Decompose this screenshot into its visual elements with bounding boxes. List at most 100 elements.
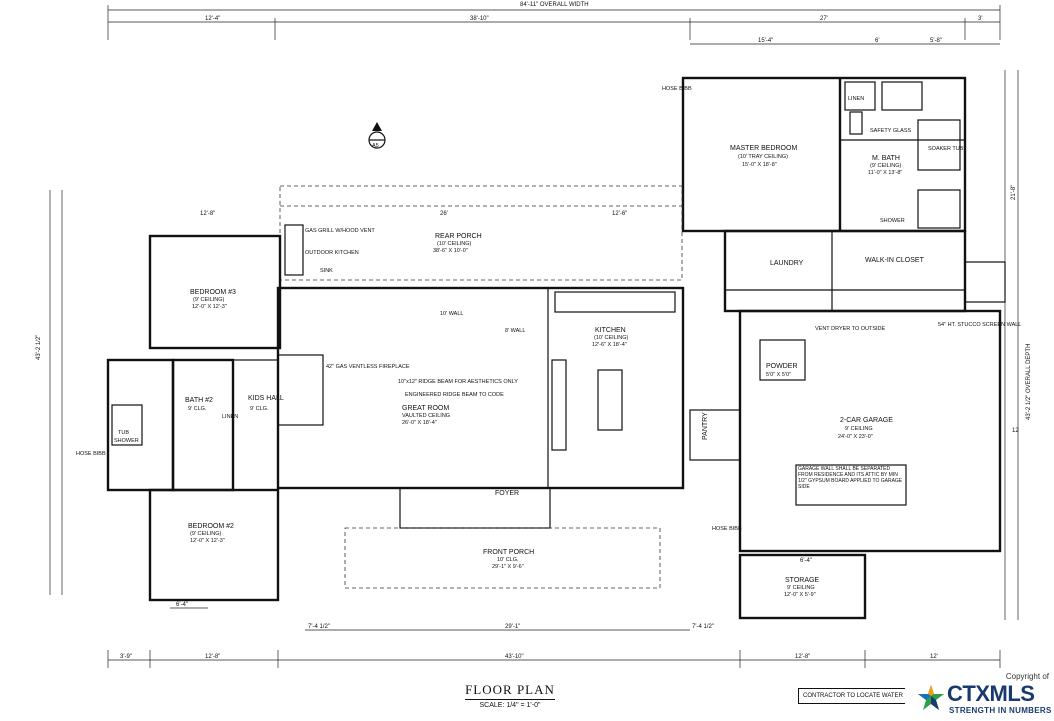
garage-hose-label: HOSE BIBB bbox=[712, 526, 742, 532]
dim-second-c: 5'-8" bbox=[930, 38, 942, 44]
storage-name: STORAGE bbox=[785, 577, 819, 584]
plan-title-block: FLOOR PLAN SCALE: 1/4" = 1'-0" bbox=[455, 681, 565, 709]
dim-top-right1: 27' bbox=[820, 16, 828, 22]
top-dimensions: 84'-11" OVERALL WIDTH 12'-4" 38'-10" 27'… bbox=[107, 2, 1001, 45]
plan-scale: SCALE: 1/4" = 1'-0" bbox=[479, 702, 541, 709]
engineered-beam-note: ENGINEERED RIDGE BEAM TO CODE bbox=[405, 392, 504, 398]
master-linen-label: LINEN bbox=[848, 96, 864, 102]
dim-side-right2: 12 bbox=[1012, 428, 1019, 434]
dim-porch-mid: 26' bbox=[440, 211, 448, 217]
dim-front-left: 7'-4 1/2" bbox=[308, 624, 330, 630]
powder-size: 5'0" X 5'0" bbox=[766, 372, 791, 378]
soaker-tub-label: SOAKER TUB bbox=[928, 146, 964, 152]
great-room-size: 26'-0" X 18'-4" bbox=[402, 420, 437, 426]
section-marker: A5 bbox=[368, 122, 386, 149]
bedroom3-name: BEDROOM #3 bbox=[190, 289, 236, 296]
logo-tagline: STRENGTH IN NUMBERS bbox=[949, 706, 1052, 715]
dim-top-right2: 3' bbox=[978, 16, 982, 22]
outdoor-kitchen-note: GAS GRILL W/HOOD VENT bbox=[305, 228, 375, 234]
laundry-band: LAUNDRY WALK-IN CLOSET bbox=[723, 229, 1006, 313]
dim-porch-right: 12'-6" bbox=[612, 211, 627, 217]
overall-depth-label: 43'-2 1/2" OVERALL DEPTH bbox=[1026, 344, 1032, 420]
dim-side-left: 43'-2 1/2" bbox=[36, 335, 42, 360]
rear-porch-size: 38'-6" X 10'-0" bbox=[433, 248, 468, 254]
front-porch-ceiling: 10' CLG. bbox=[497, 557, 519, 563]
safety-glass-label: SAFETY GLASS bbox=[870, 128, 911, 134]
pantry-name: PANTRY bbox=[702, 412, 709, 440]
garage-name: 2-CAR GARAGE bbox=[840, 417, 893, 424]
rear-porch-name: REAR PORCH bbox=[435, 233, 482, 240]
kitchen-size: 12'-6" X 18'-4" bbox=[592, 342, 627, 348]
logo-copyright: Copyright of bbox=[1005, 672, 1049, 681]
dim-bottom-mid: 43'-10" bbox=[505, 654, 524, 660]
garage-wing: POWDER 5'0" X 5'0" VENT DRYER TO OUTSIDE… bbox=[689, 309, 1021, 620]
dim-bottom-a: 12'-8" bbox=[205, 654, 220, 660]
logo-name: CTXMLS bbox=[947, 681, 1035, 706]
rear-porch: 12'-8" 26' 12'-6" REAR PORCH (10' CEILIN… bbox=[200, 185, 683, 281]
kids-hall-ceiling: 9' CLG. bbox=[250, 406, 269, 412]
bedroom3-size: 12'-0" X 12'-3" bbox=[192, 304, 227, 310]
walk-in-closet-name: WALK-IN CLOSET bbox=[865, 257, 925, 264]
foyer-name: FOYER bbox=[495, 490, 519, 497]
kids-linen-label: LINEN bbox=[222, 414, 238, 420]
bath2-shower: SHOWER bbox=[114, 438, 139, 444]
dim-second-a: 15'-4" bbox=[758, 38, 773, 44]
master-wing: MASTER BEDROOM (10' TRAY CEILING) 15'-0"… bbox=[662, 76, 967, 233]
dim-front-right: 7'-4 1/2" bbox=[692, 624, 714, 630]
bedroom2-name: BEDROOM #2 bbox=[188, 523, 234, 530]
overall-width-label: 84'-11" OVERALL WIDTH bbox=[520, 2, 589, 8]
m-bath-ceiling: (9' CEILING) bbox=[870, 163, 901, 169]
dim-top-mid: 38'-10" bbox=[470, 16, 489, 22]
bath2-ceiling: 9' CLG. bbox=[188, 406, 207, 412]
great-room-core: 42" GAS VENTLESS FIREPLACE 10"x12" RIDGE… bbox=[276, 286, 685, 529]
plan-title: FLOOR PLAN bbox=[465, 682, 555, 700]
dim-second-b: 6' bbox=[875, 38, 879, 44]
master-bedroom-size: 15'-0" X 18'-8" bbox=[742, 162, 777, 168]
m-bath-size: 11'-0" X 13'-8" bbox=[868, 170, 902, 176]
section-marker-label: A5 bbox=[372, 143, 379, 149]
dim-side-right: 21'-8" bbox=[1011, 185, 1017, 200]
side-dimensions: 43'-2 1/2" 43'-2 1/2" OVERALL DEPTH 21'-… bbox=[36, 70, 1032, 620]
stucco-wall-note: 54" HT. STUCCO SCREEN WALL bbox=[938, 322, 1021, 328]
dim-front-mid: 29'-1" bbox=[505, 624, 520, 630]
laundry-name: LAUNDRY bbox=[770, 260, 804, 267]
outdoor-kitchen-sink: SINK bbox=[320, 268, 333, 274]
bedroom-wing: BEDROOM #3 (9' CEILING) 12'-0" X 12'-3" … bbox=[76, 234, 284, 609]
m-bath-name: M. BATH bbox=[872, 155, 900, 162]
ridge-beam-note: 10"x12" RIDGE BEAM FOR AESTHETICS ONLY bbox=[398, 379, 518, 385]
storage-ceiling: 9' CEILING bbox=[787, 585, 815, 591]
wall-10-label: 10' WALL bbox=[440, 311, 463, 317]
great-room-ceiling: VAULTED CEILING bbox=[402, 413, 450, 419]
dim-bedroom: 6'-4" bbox=[176, 602, 188, 608]
dim-bottom-b: 12'-8" bbox=[795, 654, 810, 660]
dim-storage: 6'-4" bbox=[800, 558, 812, 564]
dim-porch-left: 12'-8" bbox=[200, 211, 215, 217]
dim-bottom-left: 3'-9" bbox=[120, 654, 132, 660]
master-bedroom-ceiling: (10' TRAY CEILING) bbox=[738, 154, 788, 160]
kitchen-name: KITCHEN bbox=[595, 327, 626, 334]
dim-top-left: 12'-4" bbox=[205, 16, 220, 22]
garage-ceiling: 9' CEILING bbox=[845, 426, 873, 432]
master-bedroom-name: MASTER BEDROOM bbox=[730, 145, 797, 152]
front-porch-size: 29'-1" X 9'-6" bbox=[492, 564, 524, 570]
master-shower-label: SHOWER bbox=[880, 218, 905, 224]
vent-note: VENT DRYER TO OUTSIDE bbox=[815, 326, 886, 332]
bath2-tub: TUB bbox=[118, 430, 129, 436]
rear-porch-ceiling: (10' CEILING) bbox=[437, 241, 472, 247]
texas-star-icon bbox=[918, 685, 944, 710]
wall-8-label: 8' WALL bbox=[505, 328, 525, 334]
garage-size: 24'-0" X 23'-0" bbox=[838, 434, 873, 440]
outdoor-kitchen-name: OUTDOOR KITCHEN bbox=[305, 250, 359, 256]
storage-size: 12'-0" X 5'-9" bbox=[784, 592, 816, 598]
bedroom3-ceiling: (9' CEILING) bbox=[193, 297, 224, 303]
dim-bottom-c: 12' bbox=[930, 654, 938, 660]
left-hose-label: HOSE BIBB bbox=[76, 451, 106, 457]
bottom-dimensions: 3'-9" 12'-8" 43'-10" 12'-8" 12' bbox=[107, 650, 1001, 668]
powder-name: POWDER bbox=[766, 363, 798, 370]
bedroom2-size: 12'-0" X 12'-3" bbox=[190, 538, 225, 544]
fireplace-note: 42" GAS VENTLESS FIREPLACE bbox=[326, 364, 410, 370]
front-porch: FRONT PORCH 10' CLG. 29'-1" X 9'-6" 7'-4… bbox=[305, 527, 714, 631]
great-room-name: GREAT ROOM bbox=[402, 405, 449, 412]
garage-wall-note: GARAGE WALL SHALL BE SEPARATED FROM RESI… bbox=[798, 466, 903, 490]
ctxmls-logo: Copyright of CTXMLS STRENGTH IN NUMBERS bbox=[905, 672, 1053, 720]
